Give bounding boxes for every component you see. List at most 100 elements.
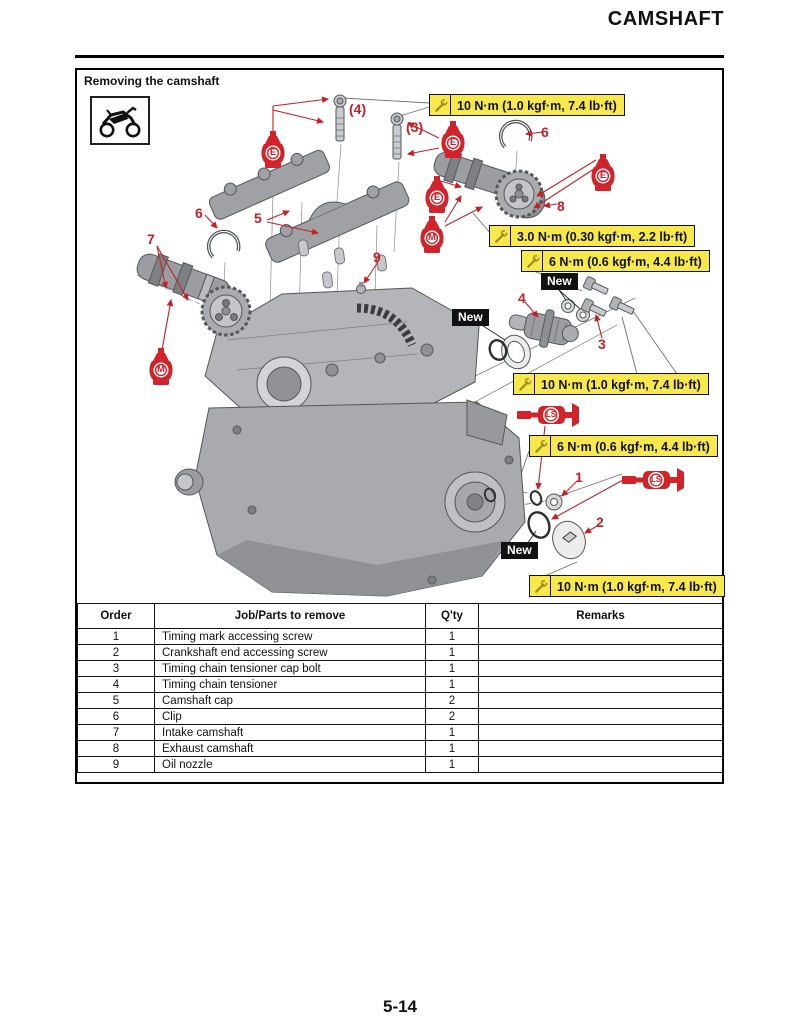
table-row: 9 Oil nozzle 1 <box>77 756 723 773</box>
torque-wrench-icon <box>430 95 451 115</box>
parts-table: Order Job/Parts to remove Q'ty Remarks 1… <box>77 603 723 773</box>
torque-wrench-icon <box>530 436 551 456</box>
tensioner-gasket-and-oring <box>488 334 531 370</box>
cell-job: Exhaust camshaft <box>154 740 426 757</box>
cell-remarks <box>478 756 723 773</box>
table-row: 8 Exhaust camshaft 1 <box>77 740 723 757</box>
timing-chain-tensioner <box>508 309 579 348</box>
engine-oil-icon: E <box>423 176 451 214</box>
cell-order: 4 <box>77 676 155 693</box>
cell-order: 3 <box>77 660 155 677</box>
lithium-grease-icon: LS <box>622 466 688 494</box>
cell-order: 9 <box>77 756 155 773</box>
dowel-pins <box>297 239 387 289</box>
torque-value: 10 N·m (1.0 kgf·m, 7.4 lb·ft) <box>457 98 617 113</box>
cell-remarks <box>478 628 723 645</box>
tensioner-washers-and-bolts <box>561 276 635 322</box>
cell-job: Crankshaft end accessing screw <box>154 644 426 661</box>
cell-job: Timing chain tensioner <box>154 676 426 693</box>
page-title: CAMSHAFT <box>607 8 724 30</box>
callout-number: 5 <box>254 210 262 226</box>
engine-oil-letter: E <box>269 146 277 158</box>
cell-job: Camshaft cap <box>154 692 426 709</box>
table-row: 5 Camshaft cap 2 <box>77 692 723 709</box>
cell-qty: 2 <box>425 708 479 725</box>
cell-remarks <box>478 724 723 741</box>
col-header-remarks: Remarks <box>478 603 723 629</box>
page-number: 5-14 <box>382 997 418 1016</box>
callout-number: (4) <box>349 101 367 117</box>
cell-qty: 2 <box>425 692 479 709</box>
cell-qty: 1 <box>425 724 479 741</box>
table-row: 1 Timing mark accessing screw 1 <box>77 628 723 645</box>
molybdenum-oil-icon: M <box>147 348 175 386</box>
new-part-tag: New <box>541 273 578 291</box>
cell-job: Timing mark accessing screw <box>154 628 426 645</box>
callout-number: 7 <box>147 231 155 247</box>
exhaust-camshaft <box>433 150 546 219</box>
cell-remarks <box>478 740 723 757</box>
cell-qty: 1 <box>425 644 479 661</box>
oil-nozzle <box>356 282 366 294</box>
col-header-order: Order <box>77 603 155 629</box>
engine-oil-letter: E <box>599 169 607 181</box>
callout-number: 3 <box>598 336 606 352</box>
table-row: 4 Timing chain tensioner 1 <box>77 676 723 693</box>
cell-remarks <box>478 676 723 693</box>
engine-oil-letter: E <box>449 136 457 148</box>
torque-value: 10 N·m (1.0 kgf·m, 7.4 lb·ft) <box>557 579 717 594</box>
lithium-grease-letters: LS <box>545 410 557 419</box>
engine-oil-letter: E <box>433 191 441 203</box>
access-screws-and-orings <box>483 487 586 560</box>
callout-number: 8 <box>557 198 565 214</box>
cell-order: 2 <box>77 644 155 661</box>
cell-order: 6 <box>77 708 155 725</box>
callout-number: 2 <box>596 514 604 530</box>
cell-qty: 1 <box>425 676 479 693</box>
exploded-view-diagram: 10 N·m (1.0 kgf·m, 7.4 lb·ft) 3.0 N·m (0… <box>77 70 725 603</box>
cell-remarks <box>478 644 723 661</box>
table-row: 2 Crankshaft end accessing screw 1 <box>77 644 723 661</box>
cell-remarks <box>478 708 723 725</box>
callout-number: 4 <box>518 290 526 306</box>
cell-order: 8 <box>77 740 155 757</box>
callout-number: 9 <box>373 249 381 265</box>
torque-wrench-icon <box>514 374 535 394</box>
engine-oil-icon: E <box>439 121 467 159</box>
cell-order: 5 <box>77 692 155 709</box>
torque-value: 10 N·m (1.0 kgf·m, 7.4 lb·ft) <box>541 377 701 392</box>
torque-value: 3.0 N·m (0.30 kgf·m, 2.2 lb·ft) <box>517 229 688 244</box>
col-header-qty: Q'ty <box>425 603 479 629</box>
torque-spec-label: 10 N·m (1.0 kgf·m, 7.4 lb·ft) <box>513 373 709 395</box>
molybdenum-oil-letter: M <box>157 363 165 375</box>
cell-job: Intake camshaft <box>154 724 426 741</box>
cell-job: Clip <box>154 708 426 725</box>
motorcycle-icon <box>90 96 150 145</box>
torque-wrench-icon <box>522 251 543 271</box>
table-row: 3 Timing chain tensioner cap bolt 1 <box>77 660 723 677</box>
callout-number: 6 <box>195 205 203 221</box>
engine-block <box>174 287 526 597</box>
cell-order: 1 <box>77 628 155 645</box>
col-header-job: Job/Parts to remove <box>154 603 426 629</box>
torque-spec-label: 10 N·m (1.0 kgf·m, 7.4 lb·ft) <box>429 94 625 116</box>
lithium-grease-icon: LS <box>517 401 583 429</box>
table-row: 7 Intake camshaft 1 <box>77 724 723 741</box>
cell-remarks <box>478 692 723 709</box>
cell-job: Oil nozzle <box>154 756 426 773</box>
cell-job: Timing chain tensioner cap bolt <box>154 660 426 677</box>
lithium-grease-letters: LS <box>650 475 662 484</box>
molybdenum-oil-letter: M <box>428 231 436 243</box>
torque-wrench-icon <box>530 576 551 596</box>
intake-camshaft <box>136 253 252 337</box>
title-divider <box>75 55 724 58</box>
torque-value: 6 N·m (0.6 kgf·m, 4.4 lb·ft) <box>549 254 702 269</box>
cell-remarks <box>478 660 723 677</box>
engine-illustration <box>136 94 678 597</box>
callout-number: (3) <box>406 119 424 135</box>
torque-spec-label: 6 N·m (0.6 kgf·m, 4.4 lb·ft) <box>521 250 710 272</box>
cap-bolts <box>333 94 404 160</box>
torque-value: 6 N·m (0.6 kgf·m, 4.4 lb·ft) <box>557 439 710 454</box>
table-row: 6 Clip 2 <box>77 708 723 725</box>
callout-number: 6 <box>541 124 549 140</box>
